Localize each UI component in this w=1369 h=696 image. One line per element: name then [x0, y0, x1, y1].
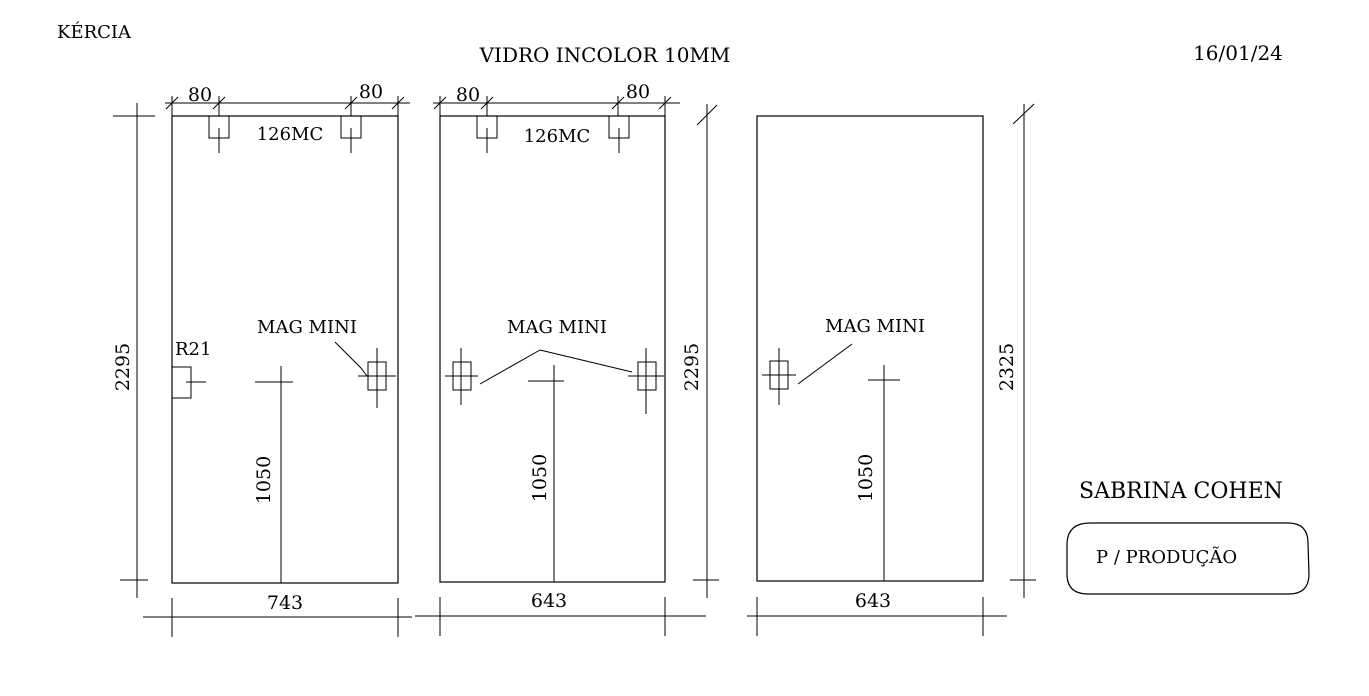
corner-label: R21	[175, 339, 211, 360]
client-name: KÉRCIA	[57, 20, 132, 43]
width-label: 643	[531, 590, 567, 612]
panel-2: 80 80 126MC 2295 MAG MINI 1050 643	[415, 81, 719, 636]
production-stamp-box	[1066, 522, 1310, 595]
top-offset-left: 80	[456, 84, 480, 106]
panel-1: 80 80 126MC 2295 R21 1050 MAG MINI 743	[112, 81, 412, 637]
handle-height-label: 1050	[855, 454, 877, 502]
drawing-title: VIDRO INCOLOR 10MM	[479, 43, 731, 67]
magnet-label: MAG MINI	[825, 316, 925, 337]
height-label: 2295	[112, 343, 134, 391]
handle-height-label: 1050	[529, 454, 551, 502]
glass-outline	[171, 115, 399, 584]
top-offset-right: 80	[359, 81, 383, 103]
height-label: 2325	[996, 343, 1018, 391]
glass-outline	[439, 115, 666, 583]
top-offset-right: 80	[626, 81, 650, 103]
width-label: 643	[855, 590, 891, 612]
magnet-label: MAG MINI	[507, 317, 607, 338]
drawing-date: 16/01/24	[1193, 41, 1283, 65]
production-stamp: P / PRODUÇÃO	[1096, 546, 1237, 568]
height-label: 2295	[681, 343, 703, 391]
glass-outline	[756, 115, 984, 582]
top-offset-left: 80	[188, 84, 212, 106]
magnet-label: MAG MINI	[257, 317, 357, 338]
width-label: 743	[267, 592, 303, 614]
customer-name: SABRINA COHEN	[1079, 479, 1283, 504]
handle-height-label: 1050	[253, 456, 275, 504]
panel-3: 2325 MAG MINI 1050 643	[747, 103, 1036, 636]
top-hardware-label: 126MC	[524, 126, 591, 147]
top-hardware-label: 126MC	[257, 124, 324, 145]
